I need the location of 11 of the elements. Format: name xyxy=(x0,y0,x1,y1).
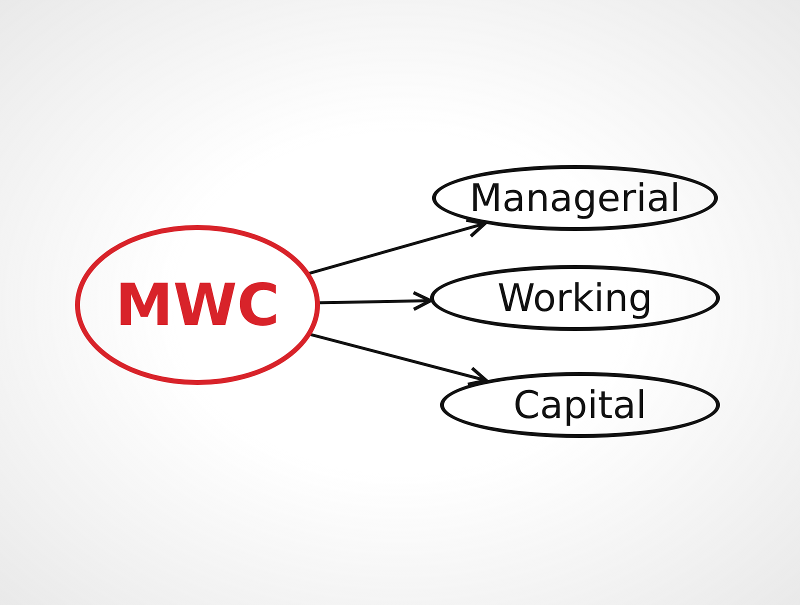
arrow xyxy=(310,333,488,386)
oval-node xyxy=(440,372,720,438)
node-label: MWC xyxy=(115,271,280,339)
oval-node xyxy=(75,225,320,385)
arrow xyxy=(318,290,432,312)
oval-node xyxy=(432,165,718,231)
oval-node xyxy=(430,265,720,331)
arrow xyxy=(308,218,486,275)
node-label: Working xyxy=(498,276,652,320)
node-label: Managerial xyxy=(470,176,680,220)
node-label: Capital xyxy=(513,383,647,427)
